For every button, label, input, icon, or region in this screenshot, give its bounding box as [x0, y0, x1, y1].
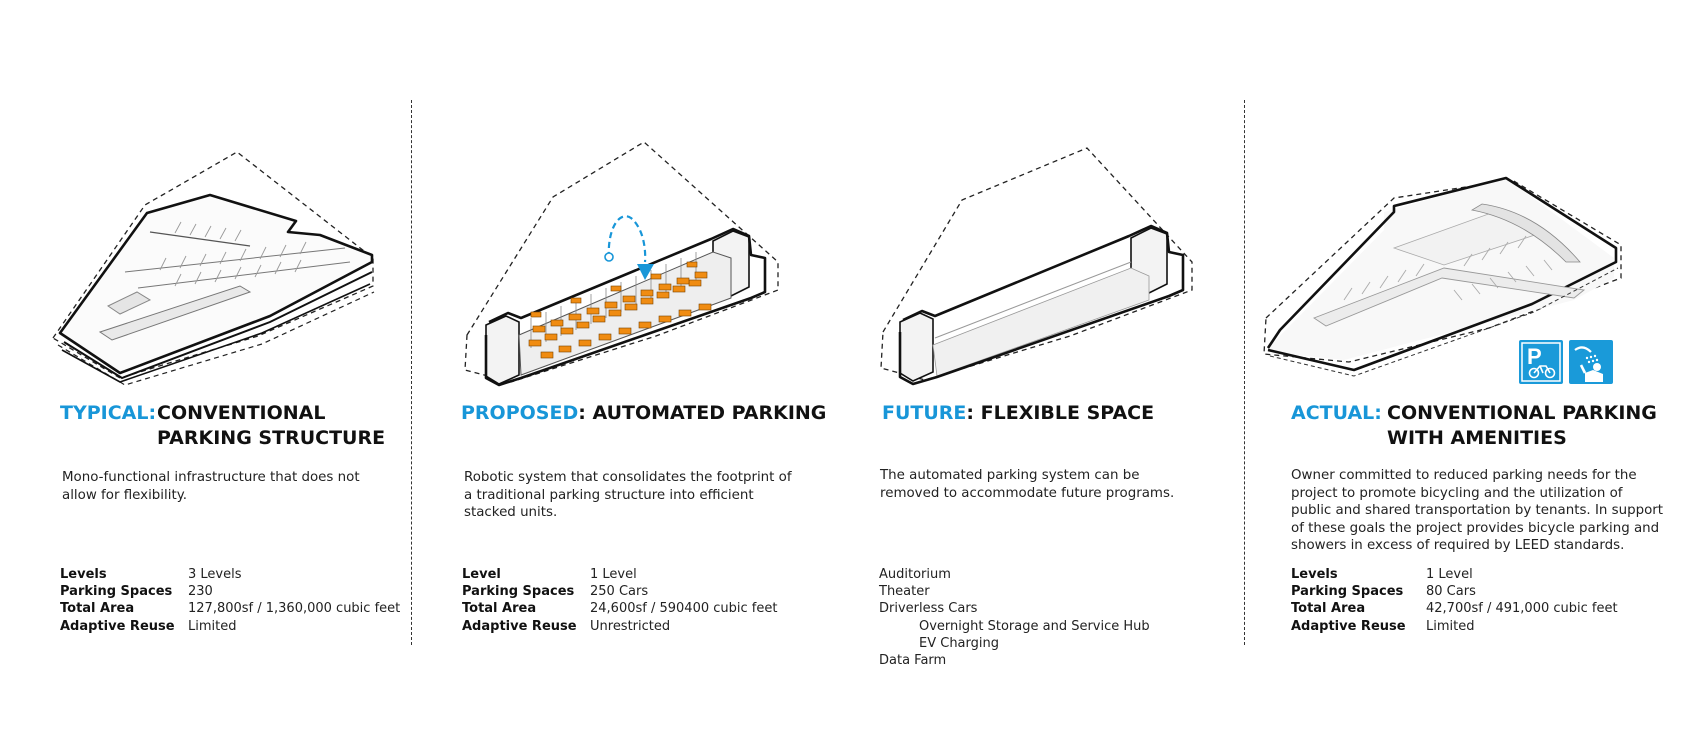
typical-specs: Levels 3 Levels Parking Spaces 230 Total A…	[60, 566, 400, 635]
panel-future: FUTURE: FLEXIBLE SPACE The automated par…	[825, 0, 1244, 735]
divider-2	[1244, 100, 1245, 645]
spec-label: Total Area	[1291, 601, 1366, 617]
program-item: Driverless Cars	[879, 601, 978, 617]
spec-value: Limited	[1426, 618, 1475, 634]
program-item: Data Farm	[879, 653, 947, 669]
parked-cars	[528, 261, 712, 359]
spec-value: 127,800sf / 1,360,000 cubic feet	[188, 601, 401, 617]
spec-label: Levels	[1291, 567, 1338, 582]
proposed-title-accent: PROPOSED	[461, 402, 579, 424]
spec-value: 42,700sf / 491,000 cubic feet	[1426, 601, 1618, 617]
typical-title-line2: PARKING STRUCTURE	[157, 427, 386, 449]
spec-row: Level 1 Level	[462, 566, 777, 583]
spec-row: Adaptive Reuse Unrestricted	[462, 618, 777, 635]
actual-title-line1: CONVENTIONAL PARKING	[1387, 402, 1657, 424]
spec-label: Total Area	[60, 601, 135, 617]
spec-label: Parking Spaces	[462, 584, 575, 600]
spec-label: Total Area	[462, 601, 537, 617]
spec-row: Adaptive Reuse Limited	[1291, 618, 1618, 635]
spec-row: Total Area 24,600sf / 590400 cubic feet	[462, 600, 777, 617]
spec-value: Limited	[188, 618, 237, 634]
flexible-space-diagram	[880, 147, 1193, 386]
spec-value: Unrestricted	[590, 618, 671, 634]
lift-arrow-icon	[604, 215, 654, 280]
proposed-title-colon: :	[578, 402, 586, 424]
shower-icon	[1569, 340, 1613, 384]
panel-proposed: PROPOSED: AUTOMATED PARKING Robotic syst…	[411, 0, 826, 735]
spec-value: 1 Level	[1426, 567, 1473, 582]
spec-value: 24,600sf / 590400 cubic feet	[590, 601, 778, 617]
spec-label: Adaptive Reuse	[1291, 618, 1406, 634]
typical-title-line1: CONVENTIONAL	[157, 402, 326, 424]
spec-value: 1 Level	[590, 567, 637, 582]
amenities-parking-diagram	[1263, 176, 1622, 377]
spec-label: Parking Spaces	[1291, 584, 1404, 600]
spec-row: Adaptive Reuse Limited	[60, 618, 400, 635]
typical-title: TYPICAL:	[60, 401, 156, 426]
spec-value: 80 Cars	[1426, 584, 1476, 600]
actual-title-colon: :	[1374, 402, 1382, 424]
typical-description: Mono-functional infrastructure that does…	[62, 470, 360, 503]
future-title-colon: :	[966, 402, 975, 424]
typical-title-colon: :	[148, 402, 157, 424]
bike-parking-icon: P	[1519, 340, 1563, 384]
future-title: FUTURE: FLEXIBLE SPACE	[882, 401, 1154, 426]
typical-title-accent: TYPICAL	[60, 402, 149, 424]
actual-specs: Levels 1 Level Parking Spaces 80 Cars Tota…	[1291, 566, 1618, 635]
proposed-title-main: AUTOMATED PARKING	[592, 402, 827, 424]
spec-value: 3 Levels	[188, 567, 242, 582]
future-title-accent: FUTURE	[882, 402, 967, 424]
spec-row: Parking Spaces 250 Cars	[462, 583, 777, 600]
actual-title: ACTUAL:	[1291, 401, 1382, 426]
spec-label: Levels	[60, 567, 107, 582]
spec-label: Level	[462, 567, 501, 582]
future-description: The automated parking system can be remo…	[880, 468, 1175, 501]
spec-row: Total Area 127,800sf / 1,360,000 cubic fe…	[60, 600, 400, 617]
future-title-main: FLEXIBLE SPACE	[980, 402, 1155, 424]
spec-row: Levels 3 Levels	[60, 566, 400, 583]
spec-label: Adaptive Reuse	[60, 618, 175, 634]
typical-parking-diagram	[52, 151, 375, 386]
program-item: Theater	[879, 584, 930, 600]
proposed-description: Robotic system that consolidates the foo…	[464, 470, 792, 520]
actual-title-line2: WITH AMENITIES	[1387, 427, 1567, 449]
spec-row: Levels 1 Level	[1291, 566, 1618, 583]
automated-parking-diagram	[464, 141, 779, 387]
spec-label: Parking Spaces	[60, 584, 173, 600]
panel-typical: TYPICAL: CONVENTIONAL PARKING STRUCTURE …	[0, 0, 411, 735]
actual-parking-stripes	[1343, 235, 1553, 301]
spec-row: Parking Spaces 230	[60, 583, 400, 600]
proposed-specs: Level 1 Level Parking Spaces 250 Cars Tota…	[462, 566, 777, 635]
spec-label: Adaptive Reuse	[462, 618, 577, 634]
spec-row: Total Area 42,700sf / 491,000 cubic feet	[1291, 600, 1618, 617]
panel-actual: ACTUAL: CONVENTIONAL PARKING WITH AMENIT…	[1244, 0, 1700, 735]
typical-parking-stripes	[159, 221, 307, 287]
proposed-title: PROPOSED: AUTOMATED PARKING	[461, 401, 826, 426]
actual-title-accent: ACTUAL	[1291, 402, 1375, 424]
future-programs-list: Auditorium Theater Driverless Cars Overn…	[879, 566, 1150, 669]
program-item: Auditorium	[879, 567, 951, 582]
actual-title-main: CONVENTIONAL PARKING WITH AMENITIES	[1387, 401, 1657, 451]
program-subitem: Overnight Storage and Service Hub	[919, 618, 1150, 634]
typical-title-main: CONVENTIONAL PARKING STRUCTURE	[157, 401, 385, 451]
program-subitem: EV Charging	[919, 635, 999, 651]
spec-value: 250 Cars	[590, 584, 649, 600]
svg-text:P: P	[1527, 344, 1542, 369]
divider-1	[411, 100, 412, 645]
spec-value: 230	[188, 584, 213, 600]
spec-row: Parking Spaces 80 Cars	[1291, 583, 1618, 600]
actual-description: Owner committed to reduced parking needs…	[1291, 468, 1664, 553]
